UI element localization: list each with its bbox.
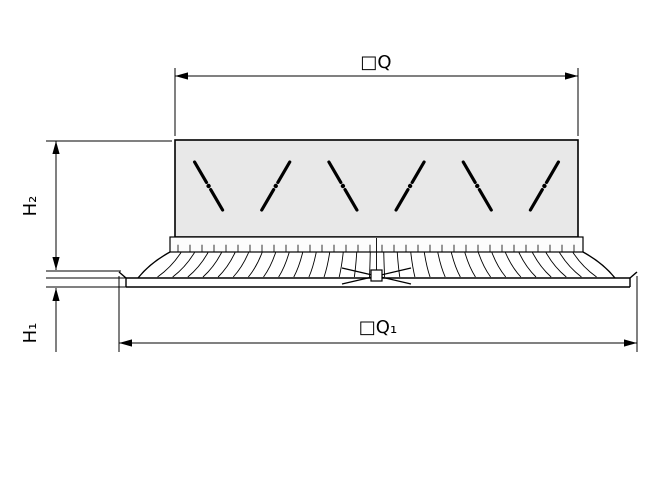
lamella-line — [263, 252, 277, 278]
blade-pivot-dot — [407, 183, 413, 189]
arrowhead-down — [52, 257, 60, 270]
dim-label-bottom: □Q₁ — [359, 317, 397, 338]
face-flare-right — [582, 251, 616, 279]
arrowhead-up — [52, 141, 60, 154]
dimension-bottom — [118, 276, 638, 352]
arrowhead-right — [565, 72, 578, 80]
lamella-line — [396, 252, 401, 278]
swirl-blade-marks — [192, 160, 561, 212]
lamella-line — [369, 252, 371, 278]
flange-left-lip — [118, 271, 127, 279]
arrowhead-right — [624, 339, 637, 347]
lamella-line — [450, 252, 461, 278]
lamella-line — [308, 252, 317, 278]
lamella-line — [464, 252, 476, 278]
lamella-line — [172, 252, 195, 278]
lamella-line — [477, 252, 491, 278]
lamella-line — [293, 252, 304, 278]
center-hub — [341, 267, 412, 285]
dimension-h2 — [46, 140, 172, 272]
dim-label-top: □Q — [360, 52, 391, 73]
mounting-frame — [169, 236, 584, 270]
arrowhead-up — [52, 288, 60, 301]
blade-pivot-dot — [206, 183, 211, 189]
lamella-line — [545, 252, 567, 278]
lamella-line — [217, 252, 236, 278]
dim-label-h2: H₂ — [20, 196, 41, 217]
lamella-line — [437, 252, 446, 278]
lamella-line — [410, 252, 416, 278]
dimension-h1 — [46, 277, 126, 352]
hub-square — [370, 269, 383, 282]
arrowhead-left — [119, 339, 132, 347]
body-outline — [174, 139, 579, 238]
diffuser-body — [174, 139, 579, 238]
arrowhead-left — [175, 72, 188, 80]
lamella-line — [559, 252, 582, 278]
dimension-top — [174, 68, 579, 136]
blade-pivot-dot — [542, 183, 547, 189]
lamella-line — [505, 252, 522, 278]
lamella-line — [278, 252, 290, 278]
frame-ticks — [177, 244, 575, 252]
lamella-line — [491, 252, 507, 278]
lamella-line — [202, 252, 222, 278]
face-flare-left — [137, 251, 171, 279]
lamella-line — [353, 252, 358, 278]
lamella-line — [423, 252, 431, 278]
lamella-line — [518, 252, 537, 278]
dim-label-h1: H₁ — [20, 323, 41, 344]
lamella-line — [187, 252, 209, 278]
blade-pivot-dot — [340, 183, 346, 189]
lamella-line — [248, 252, 263, 278]
face-lamellae — [157, 252, 597, 278]
blade-pivot-dot — [475, 183, 480, 189]
flange-right-lip — [629, 271, 638, 279]
lamella-line — [232, 252, 250, 278]
lamella-line — [338, 252, 344, 278]
lamella-line — [157, 252, 182, 278]
blade-pivot-dot — [273, 183, 278, 189]
lamella-line — [572, 252, 597, 278]
lamella-line — [383, 252, 386, 278]
lamella-line — [532, 252, 552, 278]
diffuser-face — [118, 251, 638, 288]
lamella-line — [323, 252, 331, 278]
